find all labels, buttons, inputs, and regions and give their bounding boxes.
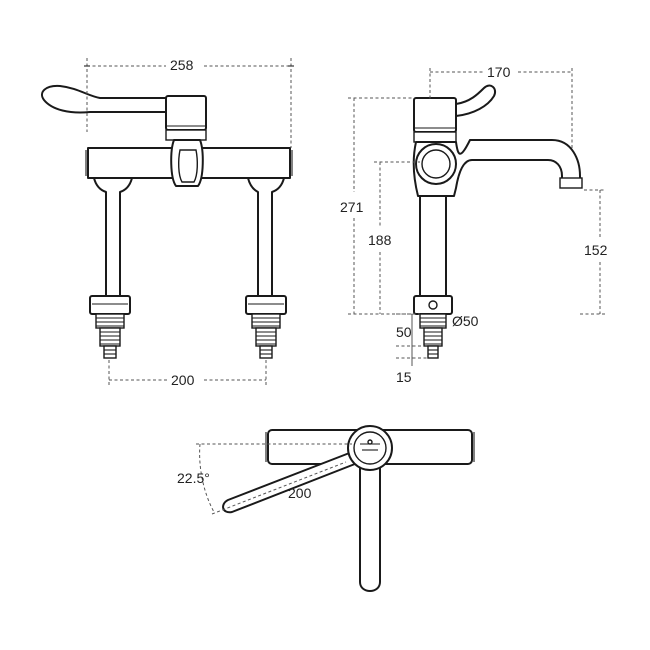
- front-left-leg: [89, 177, 133, 359]
- front-headwork: [165, 95, 207, 141]
- dimension-base-height: 50: [396, 313, 424, 347]
- dimension-spout-reach: 170: [429, 64, 573, 150]
- side-view: 170 271 188 152 50: [340, 64, 608, 385]
- front-body-bar: [85, 139, 293, 187]
- dimension-base-diameter: Ø50: [452, 313, 479, 329]
- dimension-leg-centres: 200: [108, 360, 267, 388]
- overall-width-label: 258: [170, 57, 194, 73]
- dimension-lever-angle: 22.5°: [177, 443, 352, 513]
- side-body-and-spout: [412, 139, 583, 197]
- dimension-spout-outlet-height: 152: [580, 189, 608, 315]
- front-lever-handle: [41, 84, 169, 114]
- body-height-label: 188: [368, 232, 392, 248]
- dimension-lever-length: 200: [211, 461, 347, 515]
- dimension-body-height: 188: [368, 161, 420, 314]
- front-view: 258 200: [41, 57, 294, 388]
- plan-spout: [359, 457, 381, 592]
- dimension-thread-length: 15: [396, 346, 428, 385]
- base-height-label: 50: [396, 324, 412, 340]
- plan-view: 22.5° 200: [177, 425, 475, 592]
- side-headwork: [413, 97, 457, 143]
- side-lever-handle: [455, 84, 496, 117]
- dimension-overall-width: 258: [84, 57, 294, 148]
- front-right-leg: [245, 177, 287, 359]
- spout-reach-label: 170: [487, 64, 511, 80]
- spout-outlet-height-label: 152: [584, 242, 608, 258]
- total-height-label: 271: [340, 199, 364, 215]
- dimension-total-height: 271: [340, 97, 414, 315]
- base-diameter-label: Ø50: [452, 313, 479, 329]
- lever-length-label: 200: [288, 485, 312, 501]
- side-column-base: [413, 195, 453, 359]
- plan-headwork: [347, 425, 393, 471]
- thread-length-label: 15: [396, 369, 412, 385]
- lever-angle-label: 22.5°: [177, 470, 210, 486]
- leg-centres-label: 200: [171, 372, 195, 388]
